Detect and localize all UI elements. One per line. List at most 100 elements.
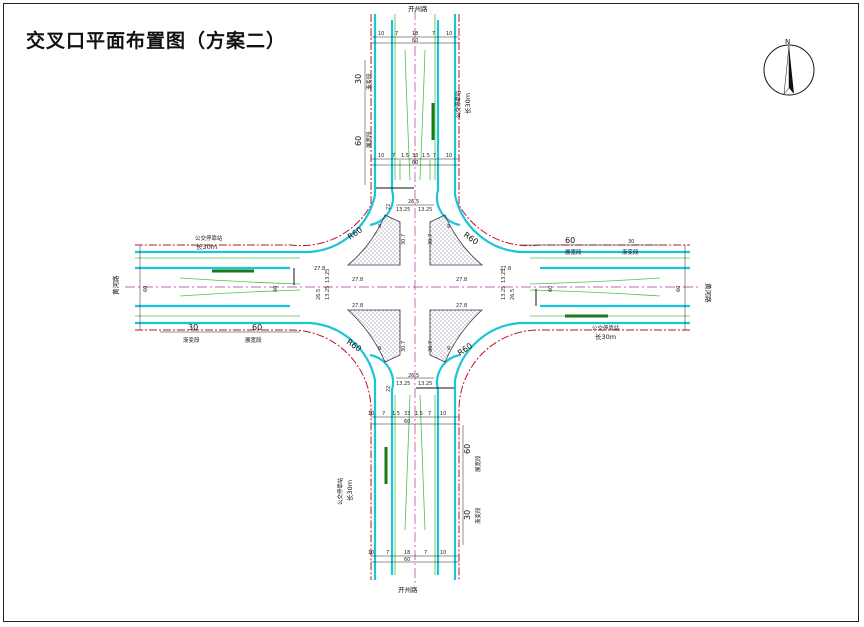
dim-se-278: 27.8	[456, 303, 467, 309]
dim-sw-9: 9	[378, 346, 381, 352]
dim-w-60: 60	[252, 323, 262, 332]
road-boundary	[135, 14, 690, 580]
dim-n2-10b: 10	[446, 153, 452, 159]
dim-s-7a: 7	[382, 411, 385, 417]
bus-stop-n-label: 公交停靠站	[454, 90, 462, 118]
dim-c-1325d: 13.25	[418, 381, 432, 387]
dim-c-22n: 22	[386, 204, 392, 210]
north-label: N	[785, 38, 790, 46]
lane-lines	[135, 14, 690, 575]
dim-n-7a: 7	[395, 31, 398, 37]
dim-n-10a: 10	[378, 31, 384, 37]
dim-w-transition: 渐变段	[183, 336, 200, 344]
dim-w-30: 30	[188, 323, 198, 332]
drawing-frame	[3, 3, 859, 622]
dimension-lines	[139, 36, 686, 563]
dim-s2-18: 18	[404, 550, 410, 556]
road-name-south: 开州路	[398, 585, 418, 594]
dim-s-10b: 10	[440, 411, 446, 417]
dim-c-1325a: 13.25	[396, 207, 410, 213]
dim-s-60: 60	[404, 419, 410, 425]
bus-stop-s-label: 公交停靠站	[336, 477, 344, 505]
dim-s2-7b: 7	[424, 550, 427, 556]
dim-e-transition: 渐变段	[622, 248, 639, 256]
dim-s-33: 33	[404, 411, 410, 417]
dim-w2-60width: 60	[273, 286, 279, 292]
road-name-west: 黄河路	[111, 275, 120, 295]
dim-n-30: 30	[354, 74, 363, 84]
radius-nw: R60	[346, 225, 364, 241]
page-title: 交叉口平面布置图（方案二）	[26, 30, 287, 52]
dim-e-60: 60	[565, 236, 575, 245]
dim-s-widening: 展宽段	[474, 455, 482, 472]
dim-w-1325a: 13.25	[325, 286, 331, 300]
dim-n-60: 60	[412, 38, 418, 44]
dim-ne-278: 27.8	[456, 277, 467, 283]
dim-n2-7b: 7	[433, 153, 436, 159]
dim-s-transition: 渐变段	[474, 507, 482, 524]
dim-nw-278: 27.8	[352, 277, 363, 283]
dim-n2-33: 33	[412, 153, 418, 159]
dim-s-15a: 1.5	[392, 411, 400, 417]
bus-stop-s-len: 长30m	[345, 480, 354, 501]
bus-stop-w-label: 公交停靠站	[195, 234, 223, 242]
bus-stop-w-len: 长30m	[196, 242, 217, 251]
dim-c-265s: 26.5	[408, 373, 419, 379]
dim-e-60width: 60	[548, 286, 554, 292]
dim-w-265: 26.5	[316, 289, 322, 300]
bus-stop-bars	[212, 103, 608, 484]
dim-n-60len: 60	[354, 136, 363, 146]
stop-lines	[293, 187, 537, 389]
dim-nw-9: 9	[378, 224, 381, 230]
dim-s2-10a: 10	[368, 550, 374, 556]
radius-sw: R60	[345, 337, 363, 353]
curb-lines	[135, 14, 690, 580]
dim-ne-307: 30.7	[428, 234, 434, 245]
bus-stop-e-len: 长30m	[595, 332, 616, 341]
dim-s-10a: 10	[368, 411, 374, 417]
dim-e-278: 27.8	[500, 266, 511, 272]
corner-islands	[346, 214, 484, 363]
dim-s-30: 30	[463, 510, 472, 520]
dim-ne-9: 9	[447, 224, 450, 230]
dim-e-30: 30	[628, 239, 634, 245]
road-name-north: 开州路	[408, 4, 428, 13]
bus-stop-n-len: 长30m	[463, 93, 472, 114]
dim-s-60len: 60	[463, 444, 472, 454]
dim-s2-60: 60	[404, 557, 410, 563]
dim-e-1325a: 13.25	[501, 286, 507, 300]
dim-n-transition: 渐变段	[365, 73, 373, 90]
road-name-east: 黄河路	[704, 283, 713, 303]
dim-w-widening: 展宽段	[245, 336, 262, 344]
dim-w-1325b: 13.25	[325, 269, 331, 283]
dim-c-22s: 22	[386, 386, 392, 392]
dim-n-7b: 7	[432, 31, 435, 37]
dim-n-10b: 10	[446, 31, 452, 37]
dim-n2-15b: 1.5	[422, 153, 430, 159]
dim-s2-10b: 10	[440, 550, 446, 556]
dim-e-265: 26.5	[510, 289, 516, 300]
dim-c-1325c: 13.25	[396, 381, 410, 387]
dim-e-widening: 展宽段	[565, 248, 582, 256]
dim-w-60width: 60	[143, 286, 149, 292]
dim-n-18: 18	[412, 31, 418, 37]
dim-n2-15a: 1.5	[401, 153, 409, 159]
dim-s-7b: 7	[428, 411, 431, 417]
dim-e-1325b: 13.25	[501, 269, 507, 283]
dim-n-widening: 展宽段	[365, 131, 373, 148]
dim-c-1325b: 13.25	[418, 207, 432, 213]
dim-n2-60: 60	[412, 160, 418, 166]
centerlines	[125, 10, 700, 585]
north-arrow	[763, 44, 815, 96]
dim-n2-7a: 7	[392, 153, 395, 159]
dim-nw-307: 30.7	[401, 234, 407, 245]
dim-se-307: 30.7	[428, 341, 434, 352]
dim-s-15b: 1.5	[415, 411, 423, 417]
dim-c-265n: 26.5	[408, 199, 419, 205]
dim-sw-307: 30.7	[401, 341, 407, 352]
dim-n2-10a: 10	[378, 153, 384, 159]
dim-se-9: 9	[447, 346, 450, 352]
dim-e2-60width: 60	[676, 286, 682, 292]
dim-w-278: 27.8	[314, 266, 325, 272]
